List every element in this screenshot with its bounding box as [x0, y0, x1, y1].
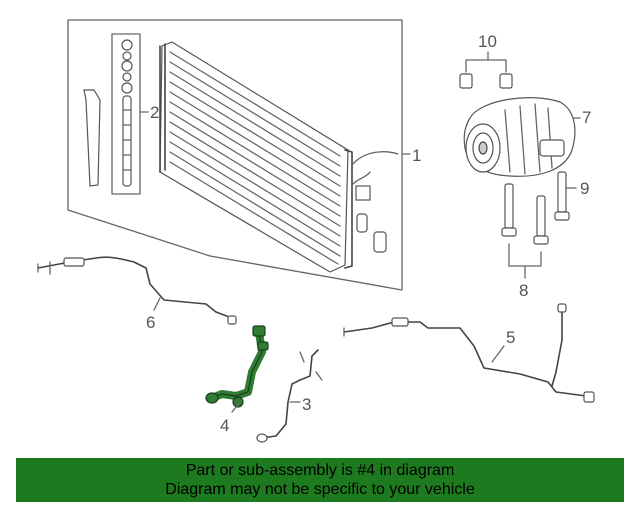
- caps-part-10[interactable]: [459, 51, 513, 89]
- banner-line-2: Diagram may not be specific to your vehi…: [165, 481, 475, 498]
- callout-10: 10: [478, 32, 497, 51]
- bolts-part-8[interactable]: [501, 183, 549, 279]
- part-info-banner: Part or sub-assembly is #4 in diagram Di…: [16, 458, 624, 502]
- compressor-part-7[interactable]: [463, 97, 581, 177]
- callout-7: 7: [582, 108, 591, 127]
- bolt-part-9[interactable]: [554, 171, 577, 221]
- callout-3: 3: [302, 395, 311, 414]
- suction-hose-part-4[interactable]: [205, 325, 269, 413]
- callout-2: 2: [150, 103, 159, 122]
- ac-line-part-5[interactable]: [343, 303, 595, 403]
- callout-1: 1: [412, 146, 421, 165]
- callout-8: 8: [519, 281, 528, 300]
- banner-line-1: Part or sub-assembly is #4 in diagram: [185, 462, 455, 479]
- callout-4: 4: [220, 416, 229, 435]
- callout-6: 6: [146, 313, 155, 332]
- callout-5: 5: [506, 328, 515, 347]
- callout-9: 9: [580, 179, 589, 198]
- ac-line-part-6[interactable]: [37, 256, 237, 325]
- condenser-part-1[interactable]: [159, 41, 399, 273]
- filter-dryer-part-2[interactable]: [83, 33, 149, 195]
- condenser-assembly-box: [67, 19, 403, 291]
- ac-line-part-3[interactable]: [256, 349, 323, 443]
- parts-diagram: 1 2 3 4 5 6 7 8 9 10: [37, 19, 595, 443]
